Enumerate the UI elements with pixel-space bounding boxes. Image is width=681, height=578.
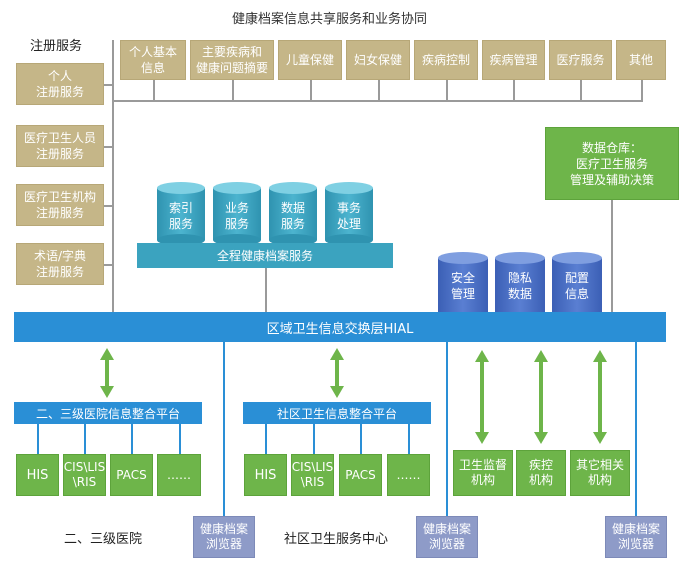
registry-item-terminology: 术语/字典 注册服务 — [16, 243, 104, 285]
hial-to-browser-3 — [635, 342, 637, 516]
community-system-cis-lis-ris: CIS\LIS \RIS — [291, 454, 334, 496]
cylinder-index-label: 索引 服务 — [168, 201, 193, 231]
registry-connector-2 — [104, 146, 112, 148]
community-drop-1 — [265, 424, 267, 454]
community-system-pacs: PACS — [339, 454, 382, 496]
registry-connector-3 — [104, 205, 112, 207]
registry-item-person: 个人 注册服务 — [16, 63, 104, 105]
browser-community: 健康档案 浏览器 — [416, 516, 478, 558]
community-label: 社区卫生服务中心 — [284, 532, 389, 547]
category-other: 其他 — [616, 40, 666, 80]
arrow-hospital — [100, 348, 114, 398]
category-drop-6 — [513, 80, 515, 102]
community-drop-2 — [313, 424, 315, 454]
arrow-supervision — [475, 350, 489, 444]
warehouse-connector — [611, 200, 613, 312]
top-categories-bus — [112, 100, 642, 102]
category-women-care: 妇女保健 — [346, 40, 410, 80]
community-platform-bar: 社区卫生信息整合平台 — [243, 402, 431, 424]
hospital-system-more: …… — [157, 454, 201, 496]
hospital-platform-bar: 二、三级医院信息整合平台 — [14, 402, 202, 424]
category-drop-2 — [232, 80, 234, 102]
category-drop-5 — [446, 80, 448, 102]
record-services-connector — [265, 268, 267, 312]
category-drop-8 — [641, 80, 643, 102]
hospital-system-cis-lis-ris: CIS\LIS \RIS — [63, 454, 106, 496]
category-personal-info: 个人基本 信息 — [120, 40, 186, 80]
hial-to-browser-1 — [223, 342, 225, 516]
cylinder-transaction-label: 事务 处理 — [336, 201, 361, 231]
hospital-drop-1 — [37, 424, 39, 454]
diagram-title: 健康档案信息共享服务和业务协同 — [232, 12, 428, 27]
hospital-drop-2 — [84, 424, 86, 454]
browser-institutions: 健康档案 浏览器 — [605, 516, 667, 558]
cylinder-security-label: 安全 管理 — [450, 271, 475, 301]
hospital-system-pacs: PACS — [110, 454, 153, 496]
cylinder-config-label: 配置 信息 — [564, 271, 589, 301]
browser-hospital: 健康档案 浏览器 — [193, 516, 255, 558]
arrow-community — [330, 348, 344, 398]
category-drop-4 — [378, 80, 380, 102]
registry-item-institution: 医疗卫生机构 注册服务 — [16, 184, 104, 226]
full-record-service-bar: 全程健康档案服务 — [137, 243, 393, 268]
data-warehouse-box: 数据仓库： 医疗卫生服务 管理及辅助决策 — [545, 127, 679, 200]
hospital-drop-3 — [131, 424, 133, 454]
category-disease-summary: 主要疾病和 健康问题摘要 — [190, 40, 274, 80]
cylinder-config — [552, 252, 602, 312]
cylinder-business-label: 业务 服务 — [224, 201, 249, 231]
category-child-care: 儿童保健 — [278, 40, 342, 80]
category-drop-1 — [153, 80, 155, 102]
category-disease-control: 疾病控制 — [414, 40, 478, 80]
community-system-more: …… — [387, 454, 430, 496]
registry-vertical-connector — [112, 40, 114, 312]
arrow-other-institution — [593, 350, 607, 444]
hospital-label: 二、三级医院 — [64, 532, 143, 547]
institution-cdc: 疾控 机构 — [516, 450, 566, 496]
hospital-drop-4 — [179, 424, 181, 454]
arrow-cdc — [534, 350, 548, 444]
community-drop-4 — [408, 424, 410, 454]
cylinder-privacy-label: 隐私 数据 — [507, 271, 532, 301]
hospital-system-his: HIS — [16, 454, 59, 496]
cylinder-privacy — [495, 252, 545, 312]
institution-other: 其它相关 机构 — [570, 450, 630, 496]
category-medical-service: 医疗服务 — [549, 40, 612, 80]
hial-to-browser-2 — [446, 342, 448, 516]
cylinder-security — [438, 252, 488, 312]
registry-title: 注册服务 — [30, 39, 83, 54]
registry-connector-1 — [104, 84, 112, 86]
community-drop-3 — [360, 424, 362, 454]
institution-supervision: 卫生监督 机构 — [453, 450, 513, 496]
registry-item-staff: 医疗卫生人员 注册服务 — [16, 125, 104, 167]
hial-bar: 区域卫生信息交换层HIAL — [14, 312, 666, 342]
community-system-his: HIS — [244, 454, 287, 496]
category-drop-3 — [310, 80, 312, 102]
registry-connector-4 — [104, 264, 112, 266]
cylinder-data-label: 数据 服务 — [280, 201, 305, 231]
category-disease-management: 疾病管理 — [482, 40, 545, 80]
category-drop-7 — [580, 80, 582, 102]
